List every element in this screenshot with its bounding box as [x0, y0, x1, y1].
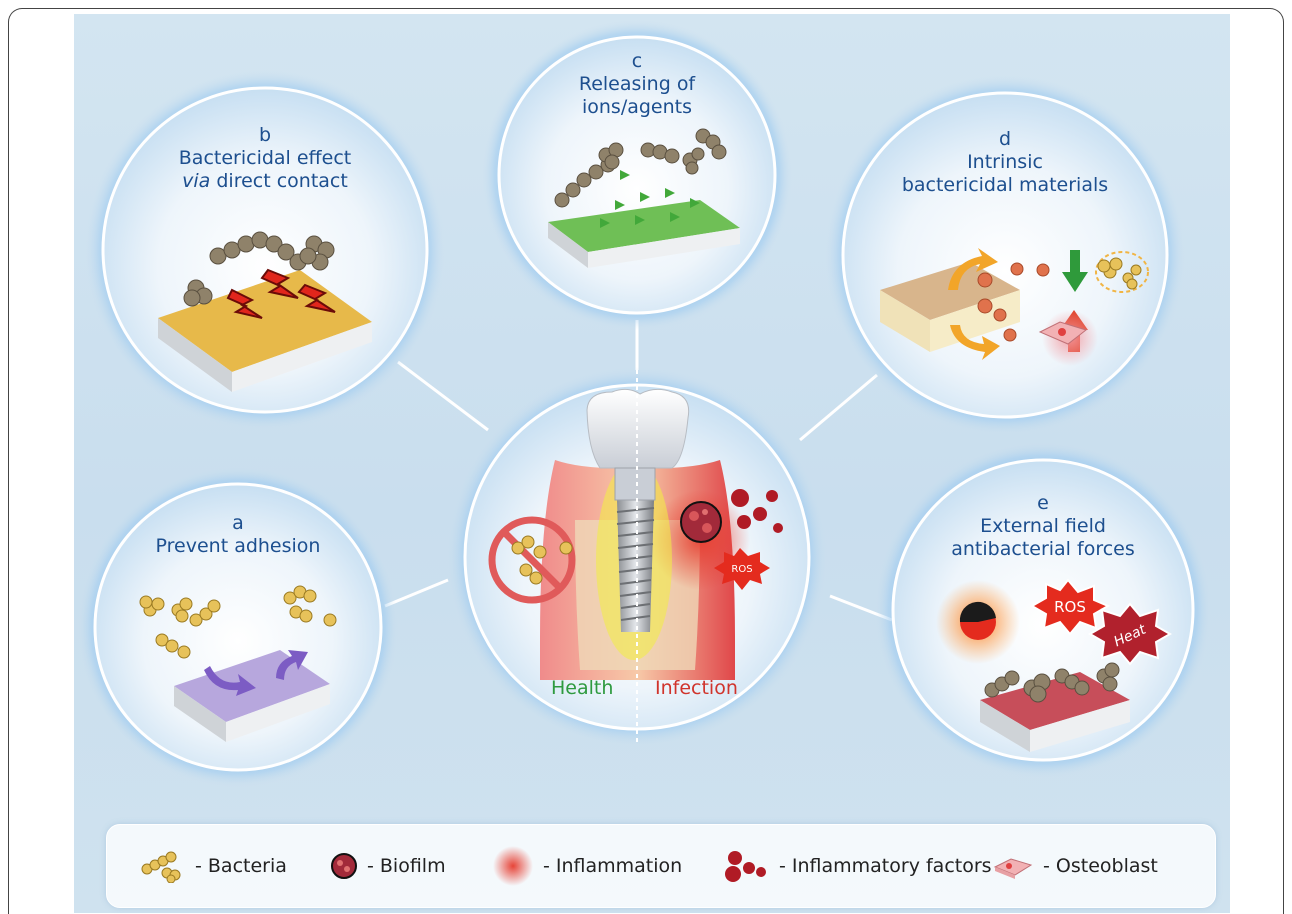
light-source	[936, 580, 1020, 664]
heat-burst-icon: Heat	[1087, 602, 1173, 666]
inflammation-icon	[493, 846, 533, 886]
inflammatory-factors-icon	[725, 851, 766, 882]
legend-item-inflammation: - Inflammation	[491, 825, 682, 907]
circle-d-line1: Intrinsic	[967, 151, 1043, 173]
legend-label-biofilm: - Biofilm	[367, 855, 446, 877]
bacteria-in-dashed-circle	[1095, 251, 1149, 293]
circle-c-line2: ions/agents	[581, 96, 693, 118]
circle-d-title: d Intrinsic bactericidal materials	[880, 128, 1130, 197]
ros-burst-icon: ROS	[714, 548, 770, 590]
circle-b-via: via	[182, 170, 211, 192]
circle-e-line2: antibacterial forces	[951, 538, 1135, 560]
legend-label-inflammation: - Inflammation	[543, 855, 683, 877]
biofilm-patch	[680, 501, 722, 543]
letter-a: a	[232, 512, 244, 534]
circle-b-line1: Bactericidal effect	[178, 147, 352, 169]
infection-label: Infection	[655, 677, 738, 699]
no-bacteria-sign	[488, 516, 576, 604]
osteoblast-cell	[1038, 310, 1098, 366]
letter-e: e	[1037, 492, 1049, 514]
legend-item-bacteria: - Bacteria	[137, 825, 287, 907]
biofilm-icon	[331, 853, 357, 879]
green-surface-block	[548, 170, 740, 268]
figure-frame	[8, 8, 1284, 914]
orange-arrows	[948, 248, 1000, 360]
letter-d: d	[998, 128, 1012, 150]
legend-label-bacteria: - Bacteria	[195, 855, 287, 877]
ros-burst-icon: ROS	[1029, 578, 1111, 636]
circle-c	[482, 20, 792, 330]
legend: - Bacteria - Biofilm - Inflammation - In…	[106, 824, 1216, 908]
circle-d-line2: bactericidal materials	[901, 174, 1109, 196]
circle-d	[825, 75, 1185, 435]
circle-e: ROS Heat	[875, 442, 1211, 778]
letter-b: b	[258, 124, 272, 146]
circle-b	[85, 70, 445, 430]
circle-c-line1: Releasing of	[578, 73, 696, 95]
circle-b-title: b Bactericidal effect via direct contact	[145, 124, 385, 193]
circle-a-title: a Prevent adhesion	[138, 512, 338, 558]
circle-a	[78, 467, 398, 787]
legend-item-osteoblast: - Osteoblast	[991, 825, 1158, 907]
bacteria-icon	[141, 851, 181, 883]
circle-e-title: e External field antibacterial forces	[923, 492, 1163, 561]
inflammatory-factors	[731, 489, 783, 533]
red-surface-block	[980, 672, 1130, 752]
circle-c-title: c Releasing of ions/agents	[547, 50, 727, 119]
health-label: Health	[551, 677, 614, 699]
legend-item-biofilm: - Biofilm	[329, 825, 446, 907]
circle-b-line2: direct contact	[210, 170, 348, 192]
circle-a-line1: Prevent adhesion	[155, 535, 321, 557]
implant-screw	[596, 460, 672, 660]
bacteria-cluster	[984, 662, 1120, 703]
purple-arrows	[204, 650, 308, 696]
lightning-bolts	[226, 268, 336, 319]
bacteria-cluster	[183, 231, 335, 307]
bacteria-cluster	[139, 585, 337, 659]
legend-label-osteoblast: - Osteoblast	[1043, 855, 1158, 877]
legend-item-inflammatory-factors: - Inflammatory factors	[721, 825, 992, 907]
legend-label-inflammatory-factors: - Inflammatory factors	[779, 855, 992, 877]
circle-e-line1: External field	[980, 515, 1106, 537]
bacteria-cluster	[554, 128, 727, 208]
circle-center: ROS	[447, 367, 827, 747]
down-arrow-icon	[1062, 250, 1088, 292]
circle-e-ros-label: ROS	[1054, 598, 1086, 616]
osteoblast-icon	[993, 858, 1033, 879]
letter-c: c	[631, 50, 643, 72]
ion-spheres	[977, 262, 1050, 342]
center-ros-label: ROS	[731, 564, 752, 575]
